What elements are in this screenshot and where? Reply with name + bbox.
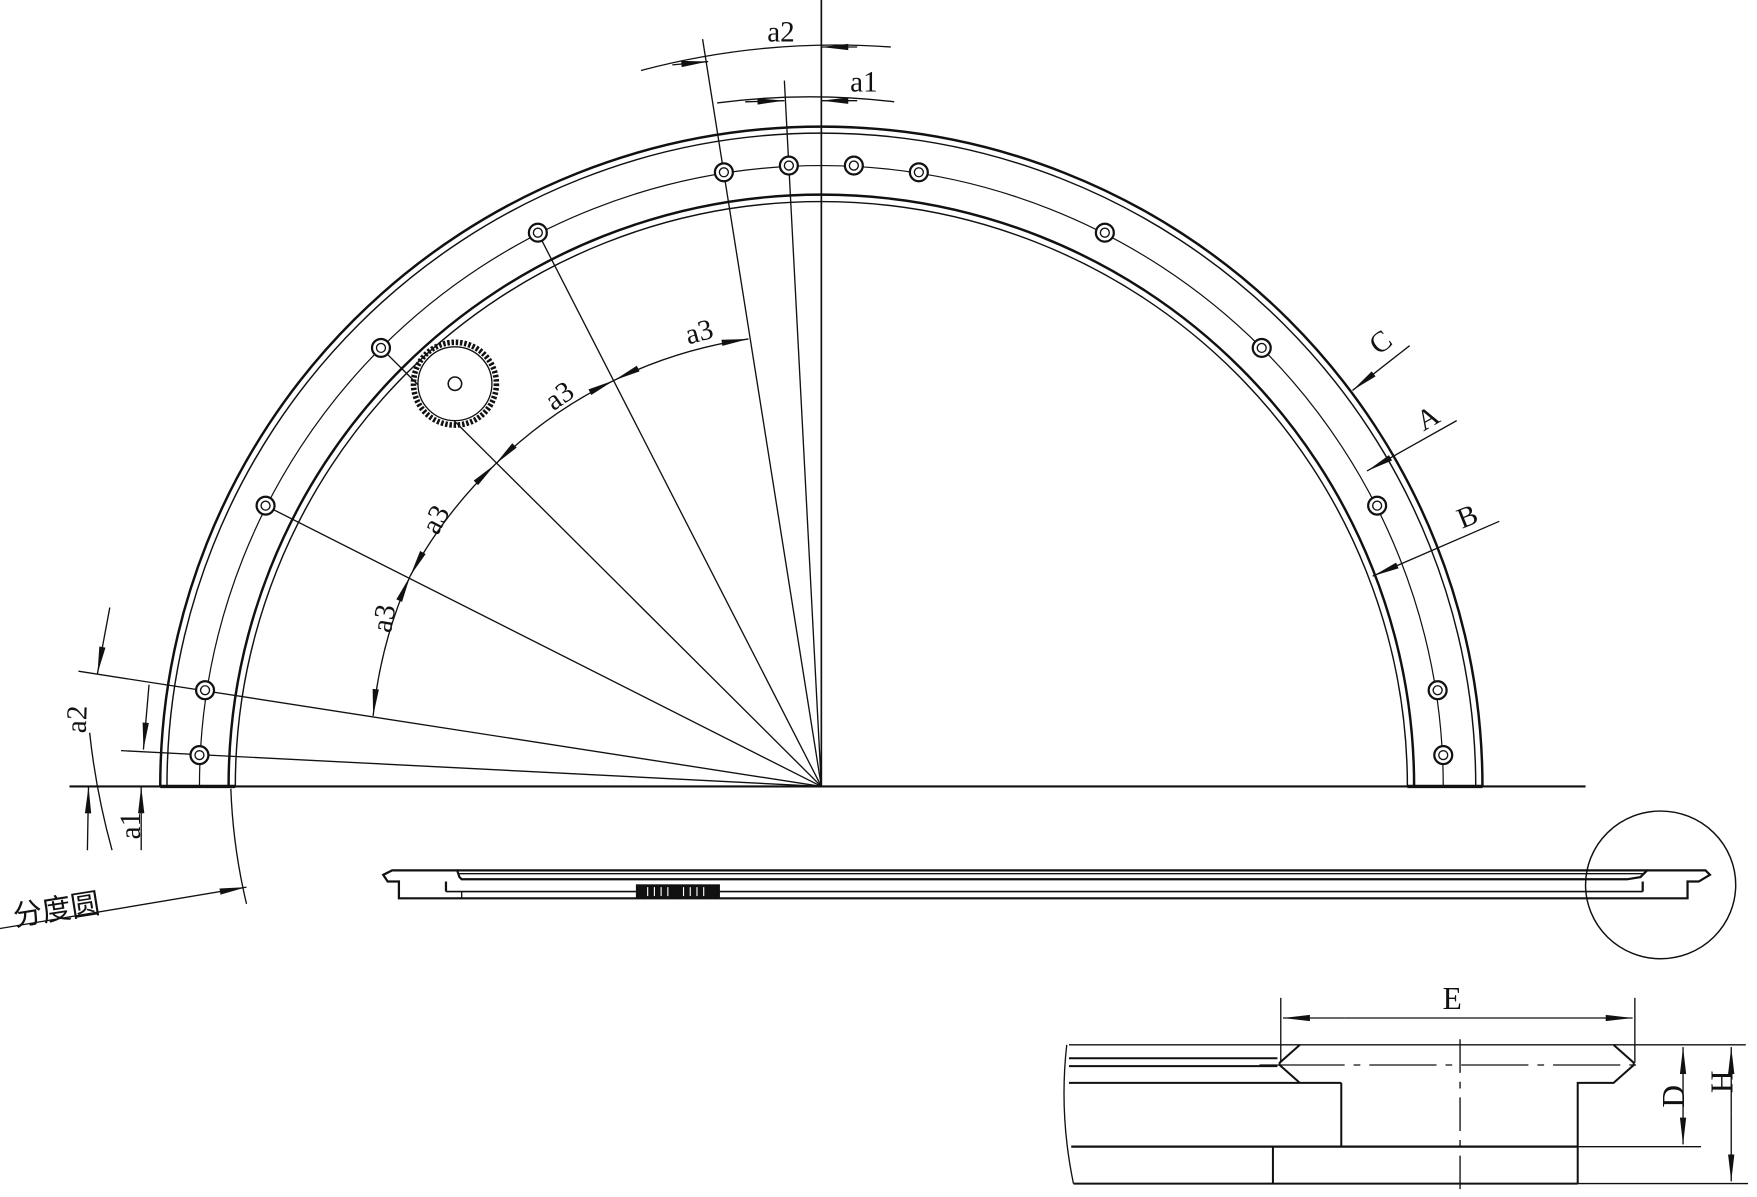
pinion-side-icon [635, 884, 720, 899]
label-C: C [1363, 324, 1398, 361]
outer-ring-edge-inner [166, 132, 1477, 787]
pinion-gear-icon [410, 339, 500, 428]
bolt-hole [908, 162, 929, 183]
bolt-hole [1094, 222, 1115, 243]
plan-view: a2 a1 a3 a3 a3 a3 a2 a1 C A B 分度圆 [0, 0, 1586, 933]
bolt-holes [189, 155, 1454, 766]
label-a1-top: a1 [850, 67, 877, 99]
bolt-hole [370, 337, 392, 358]
label-D: D [1656, 1085, 1691, 1108]
bolt-hole [843, 155, 864, 176]
a3-arcs [372, 338, 749, 717]
bolt-hole [1367, 495, 1388, 516]
bolt-hole [194, 680, 216, 701]
bolt-hole [713, 162, 734, 183]
outer-ring-edge [159, 125, 1484, 787]
bolt-hole [1251, 337, 1272, 358]
bolt-hole [1427, 680, 1448, 701]
label-pitch-circle: 分度圆 [11, 887, 102, 933]
label-A: A [1411, 399, 1445, 437]
label-a3-4: a3 [682, 313, 717, 351]
pitch-circle-extension [230, 788, 248, 905]
label-a2-left: a2 [61, 705, 94, 734]
label-a1-left: a1 [115, 812, 147, 839]
side-view [381, 810, 1737, 960]
label-H: H [1704, 1070, 1739, 1093]
label-a3-3: a3 [539, 375, 580, 417]
label-a3-2: a3 [415, 500, 456, 539]
pitch-circle-leader [0, 886, 247, 930]
pitch-circle-arc [88, 732, 113, 851]
left-linear-dims [84, 607, 150, 851]
detail-view [1063, 997, 1749, 1197]
bolt-circle [198, 164, 1444, 787]
inner-ring-edge [227, 193, 1416, 787]
abc-leaders [1352, 345, 1500, 577]
label-a3-1: a3 [366, 602, 402, 635]
bolt-hole [778, 155, 799, 176]
bolt-hole [527, 222, 548, 243]
bolt-hole [189, 745, 210, 766]
label-E: E [1443, 981, 1462, 1016]
label-a2-top: a2 [767, 16, 794, 48]
bolt-hole [1433, 745, 1454, 766]
label-B: B [1452, 498, 1482, 535]
detail-callout-circle [1584, 810, 1737, 960]
inner-ring-edge-inner [234, 200, 1409, 787]
bolt-hole [255, 495, 276, 516]
top-angle-dims [640, 43, 895, 105]
